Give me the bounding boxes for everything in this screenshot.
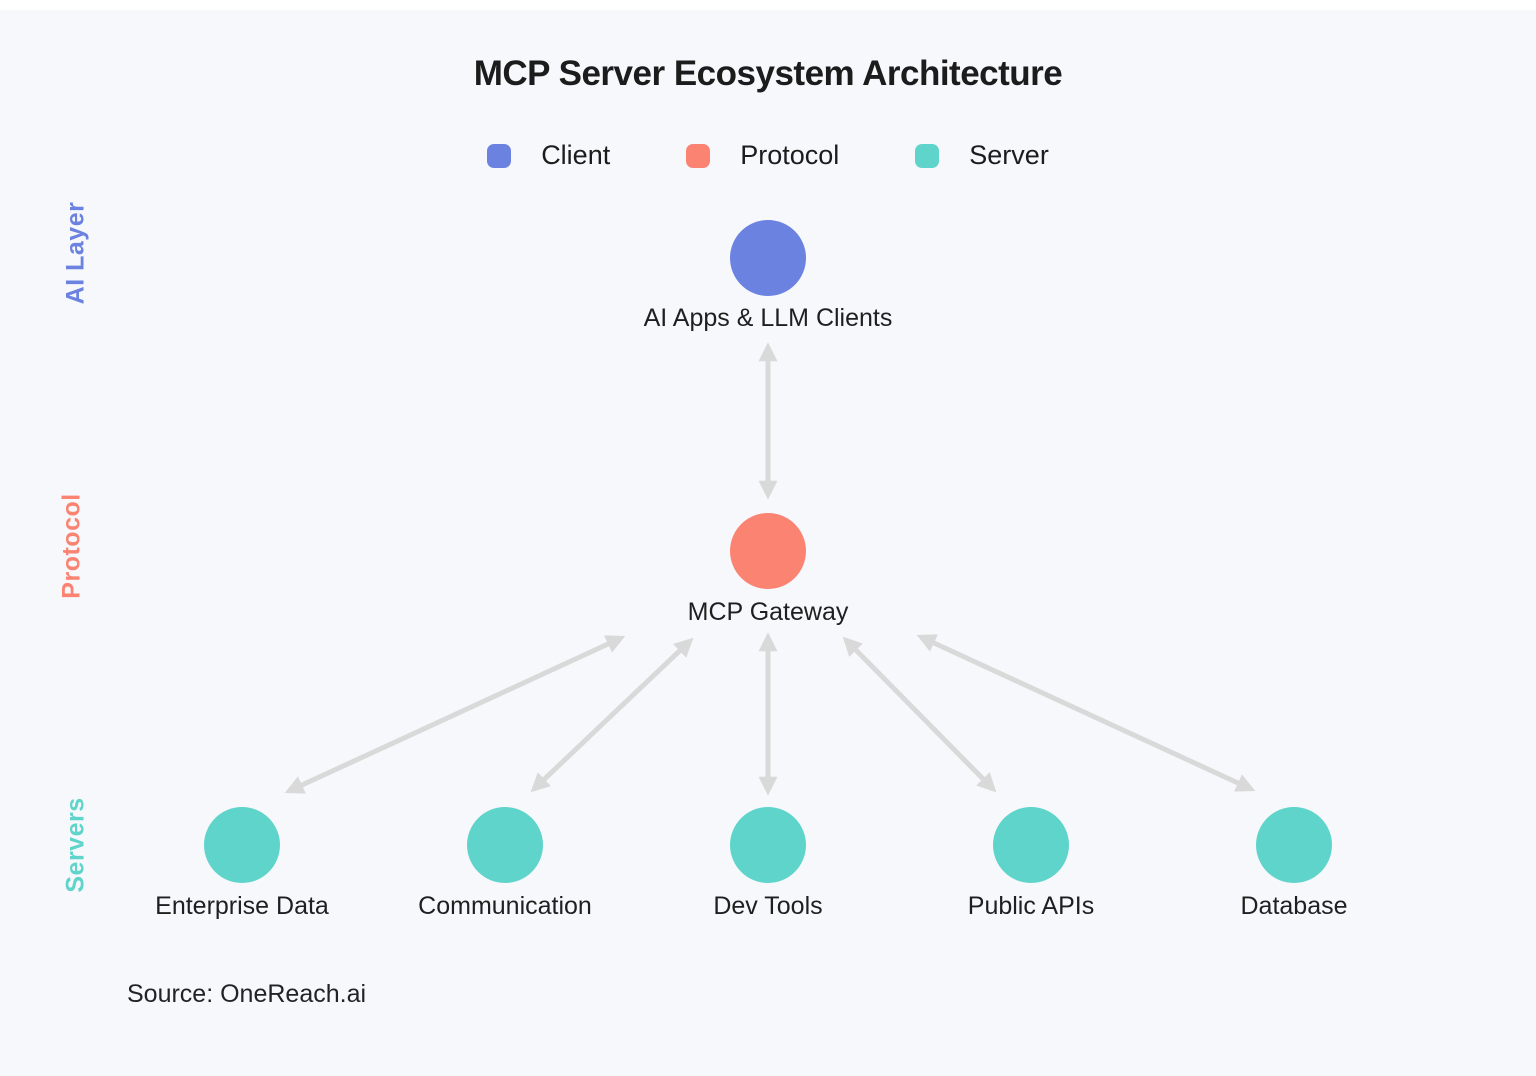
node-communication-circle bbox=[467, 807, 543, 883]
legend-item-client: Client bbox=[487, 140, 610, 171]
top-margin bbox=[0, 0, 1536, 10]
node-dev-tools-circle bbox=[730, 807, 806, 883]
legend-item-protocol: Protocol bbox=[686, 140, 839, 171]
arrow-gateway-enterprise-data bbox=[284, 635, 626, 794]
legend-label: Client bbox=[541, 140, 611, 170]
node-enterprise-data-circle bbox=[204, 807, 280, 883]
node-gateway-label: MCP Gateway bbox=[687, 598, 849, 626]
node-communication-label: Communication bbox=[418, 892, 592, 920]
node-public-apis-label: Public APIs bbox=[967, 892, 1095, 920]
protocol-swatch-icon bbox=[686, 143, 711, 168]
arrow-gateway-communication bbox=[530, 637, 694, 793]
node-client-label: AI Apps & LLM Clients bbox=[643, 304, 893, 332]
node-public-apis-circle bbox=[993, 807, 1069, 883]
page-title: MCP Server Ecosystem Architecture bbox=[473, 54, 1063, 93]
legend: Client Protocol Server bbox=[0, 140, 1536, 171]
legend-label: Server bbox=[969, 140, 1049, 170]
node-dev-tools-label: Dev Tools bbox=[713, 892, 823, 920]
legend-item-server: Server bbox=[915, 140, 1049, 171]
client-swatch-icon bbox=[487, 143, 512, 168]
node-gateway-circle bbox=[730, 513, 806, 589]
node-database-circle bbox=[1256, 807, 1332, 883]
server-swatch-icon bbox=[915, 143, 940, 168]
source-attribution: Source: OneReach.ai bbox=[127, 980, 367, 1008]
legend-label: Protocol bbox=[740, 140, 840, 170]
arrow-gateway-database bbox=[916, 634, 1256, 792]
node-enterprise-data-label: Enterprise Data bbox=[155, 892, 329, 920]
node-database-label: Database bbox=[1240, 892, 1348, 920]
node-client-circle bbox=[730, 220, 806, 296]
